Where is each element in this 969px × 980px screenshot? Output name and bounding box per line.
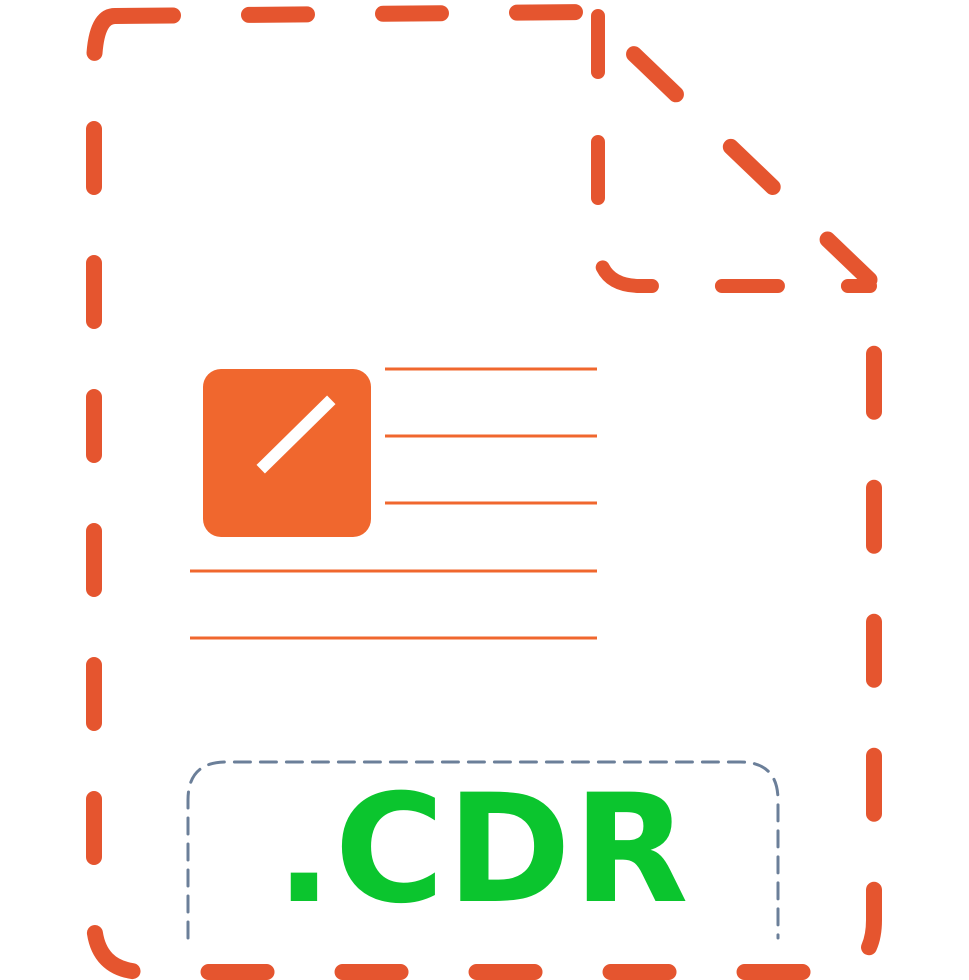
edit-pen-icon xyxy=(256,395,336,474)
folded-corner xyxy=(591,9,877,293)
edit-badge xyxy=(203,369,371,537)
page-outline xyxy=(86,4,882,980)
extension-label-frame xyxy=(186,760,780,940)
extension-label: .CDR xyxy=(275,763,691,937)
